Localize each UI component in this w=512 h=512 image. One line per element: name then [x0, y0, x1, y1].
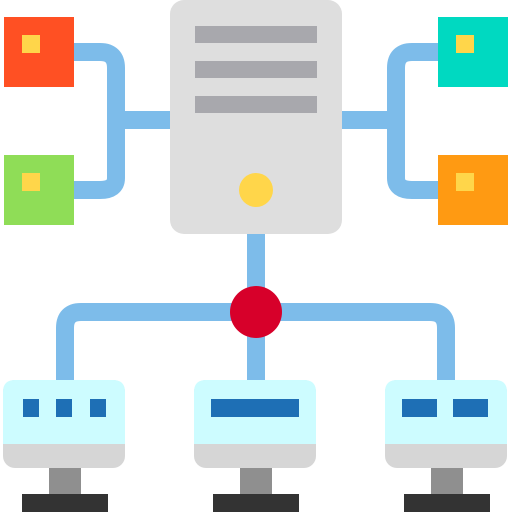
- terminal-port: [90, 399, 106, 417]
- terminal-port: [211, 399, 299, 417]
- node-bottom-left: [4, 155, 74, 225]
- server-drive-slot: [195, 96, 317, 113]
- terminal-port: [453, 399, 488, 417]
- connector-right-bracket: [387, 43, 440, 199]
- connector-left-bracket: [72, 43, 125, 199]
- terminal-left: [3, 380, 125, 512]
- server: [170, 0, 342, 234]
- terminal-stand-neck: [49, 468, 81, 494]
- server-drive-slot: [195, 61, 317, 78]
- terminal-right: [385, 380, 507, 512]
- node-top-left-core: [22, 35, 40, 53]
- server-status-led: [239, 173, 273, 207]
- node-bottom-right: [438, 155, 508, 225]
- node-bottom-right-core: [456, 173, 474, 191]
- terminal-screen: [385, 380, 507, 444]
- terminal-port: [56, 399, 72, 417]
- server-drive-slot: [195, 26, 317, 43]
- terminal-center: [194, 380, 316, 512]
- node-bottom-left-core: [22, 173, 40, 191]
- terminal-port: [402, 399, 437, 417]
- server-body: [170, 0, 342, 234]
- node-top-right-core: [456, 35, 474, 53]
- terminal-stand-neck: [240, 468, 272, 494]
- terminal-stand-foot: [404, 494, 490, 512]
- network-hub: [230, 286, 282, 338]
- terminal-stand-neck: [431, 468, 463, 494]
- node-top-right: [438, 17, 508, 87]
- terminal-stand-foot: [213, 494, 299, 512]
- terminal-stand-foot: [22, 494, 108, 512]
- terminal-port: [23, 399, 39, 417]
- node-top-left: [4, 17, 74, 87]
